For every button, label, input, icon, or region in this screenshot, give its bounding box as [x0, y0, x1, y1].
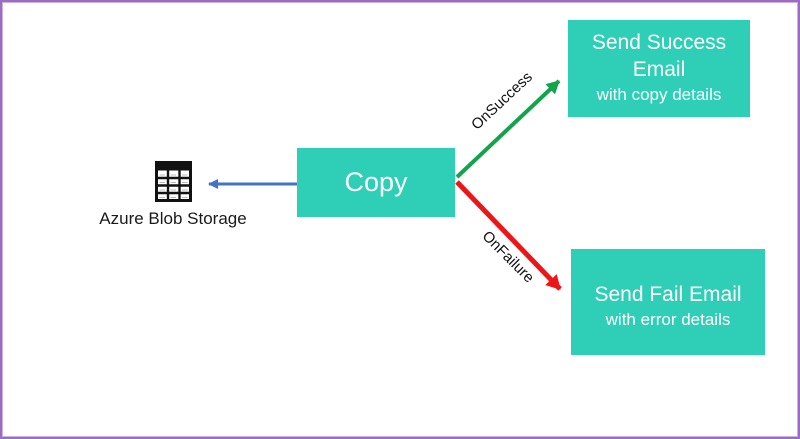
source-dataset: Azure Blob Storage [63, 161, 283, 229]
copy-activity-label: Copy [344, 166, 408, 197]
table-icon [154, 161, 192, 202]
success-title-line1: Send Success [591, 31, 727, 55]
success-title-line2: Email [632, 57, 686, 81]
fail-subtitle: with error details [605, 310, 731, 330]
copy-activity: Copy [297, 148, 455, 217]
success-subtitle: with copy details [596, 84, 722, 104]
source-dataset-label: Azure Blob Storage [99, 209, 247, 228]
fail-title: Send Fail Email [594, 282, 742, 306]
on-success-arrow [455, 79, 561, 179]
on-failure-arrow [455, 180, 562, 291]
send-success-email-activity: Send Success Email with copy details [568, 20, 750, 117]
send-fail-email-activity: Send Fail Email with error details [571, 249, 765, 355]
